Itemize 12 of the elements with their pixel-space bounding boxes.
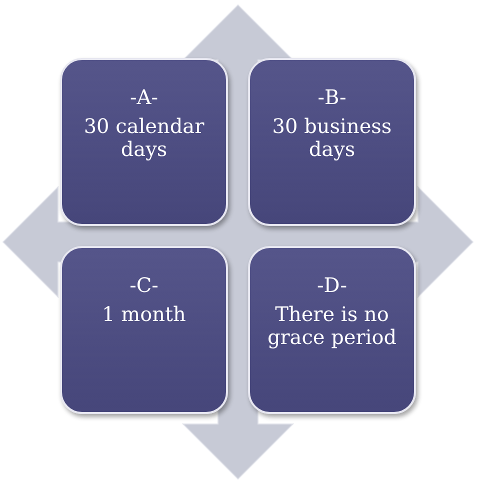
- box-text: 30 business days: [271, 115, 393, 161]
- rounded-square: [60, 58, 228, 226]
- box-heading: -A-: [130, 86, 158, 109]
- rounded-square: [60, 246, 228, 414]
- box-heading: -B-: [318, 86, 346, 109]
- box-text: 1 month: [102, 303, 186, 326]
- box-text: There is no grace period: [266, 303, 398, 349]
- box-heading: -D-: [317, 274, 347, 297]
- rounded-square: [248, 246, 416, 414]
- box-text: 30 calendar days: [82, 115, 206, 161]
- rounded-square: [248, 58, 416, 226]
- box-heading: -C-: [130, 274, 158, 297]
